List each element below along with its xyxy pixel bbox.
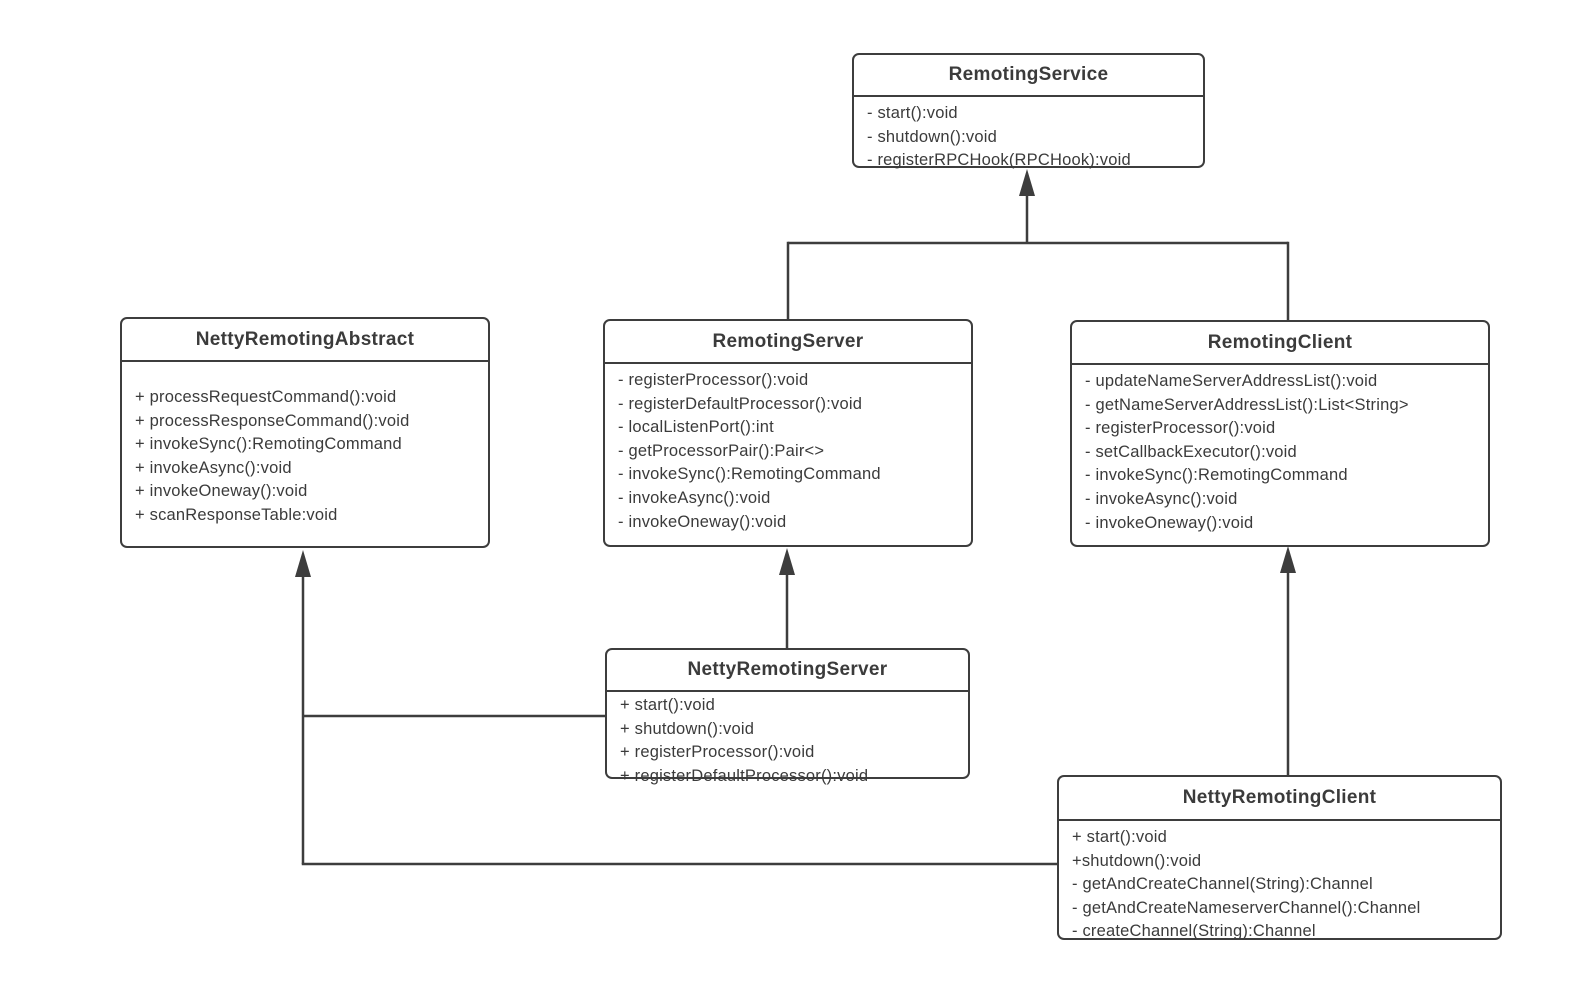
class-netty-remoting-abstract: NettyRemotingAbstract + processRequestCo… xyxy=(120,317,490,548)
class-title: NettyRemotingAbstract xyxy=(122,319,488,362)
method-row: + start():void xyxy=(620,696,715,714)
method-row: + registerProcessor():void xyxy=(620,743,815,762)
inheritance-arrow-icon xyxy=(295,550,311,577)
edge-netty-impls-to-netty-remoting-abstract xyxy=(295,550,1058,866)
method-row: - registerRPCHook(RPCHook):void xyxy=(867,151,1131,170)
class-methods: - updateNameServerAddressList():void - ge… xyxy=(1072,365,1488,535)
method-row: - registerProcessor():void xyxy=(1085,419,1276,438)
class-remoting-service: RemotingService - start():void - shutdown… xyxy=(852,53,1205,169)
method-row: - registerDefaultProcessor():void xyxy=(618,394,863,413)
method-row: - invokeOneway():void xyxy=(618,512,787,531)
class-title: RemotingClient xyxy=(1072,322,1488,365)
method-row: - localListenPort():int xyxy=(618,418,774,437)
method-row: - start():void xyxy=(867,104,958,122)
method-row: + processResponseCommand():void xyxy=(135,411,410,430)
class-methods: - start():void - shutdown():void - registe… xyxy=(854,97,1203,173)
class-methods: + start():void +shutdown():void - getAndCr… xyxy=(1059,821,1500,944)
class-title: NettyRemotingClient xyxy=(1059,777,1500,821)
class-methods: + start():void + shutdown():void + registe… xyxy=(607,692,968,788)
method-row: - invokeAsync():void xyxy=(618,488,771,507)
inheritance-arrow-icon xyxy=(779,548,795,575)
method-row: - getAndCreateNameserverChannel():Channe… xyxy=(1072,898,1421,917)
method-row: - invokeOneway():void xyxy=(1085,513,1254,532)
class-title: NettyRemotingServer xyxy=(607,650,968,692)
method-row: - getAndCreateChannel(String):Channel xyxy=(1072,875,1373,894)
method-row: - registerProcessor():void xyxy=(618,371,809,389)
method-row: + start():void xyxy=(1072,828,1167,846)
method-row: - invokeSync():RemotingCommand xyxy=(618,465,881,484)
method-row: - getNameServerAddressList():List<String… xyxy=(1085,395,1409,414)
inheritance-arrow-icon xyxy=(1280,546,1296,573)
class-methods: + processRequestCommand():void + processR… xyxy=(122,362,488,528)
method-row: + processRequestCommand():void xyxy=(135,388,397,406)
method-row: + invokeSync():RemotingCommand xyxy=(135,435,402,454)
method-row: - setCallbackExecutor():void xyxy=(1085,442,1297,461)
class-netty-remoting-client: NettyRemotingClient + start():void +shutd… xyxy=(1057,775,1502,940)
method-row: - invokeSync():RemotingCommand xyxy=(1085,466,1348,485)
class-remoting-server: RemotingServer - registerProcessor():voi… xyxy=(603,319,973,547)
method-row: - getProcessorPair():Pair<> xyxy=(618,441,825,460)
class-methods: - registerProcessor():void - registerDefa… xyxy=(605,364,971,534)
class-title: RemotingService xyxy=(854,55,1203,97)
class-remoting-client: RemotingClient - updateNameServerAddress… xyxy=(1070,320,1490,547)
method-row: + scanResponseTable:void xyxy=(135,505,338,524)
edge-netty-remoting-server-to-remoting-server xyxy=(779,548,795,649)
method-row: - createChannel(String):Channel xyxy=(1072,922,1316,941)
method-row: + invokeOneway():void xyxy=(135,482,308,501)
method-row: +shutdown():void xyxy=(1072,851,1202,870)
class-netty-remoting-server: NettyRemotingServer + start():void + shut… xyxy=(605,648,970,785)
method-row: - shutdown():void xyxy=(867,127,997,146)
edge-remoting-server-client-to-remoting-service xyxy=(786,169,1290,321)
class-title: RemotingServer xyxy=(605,321,971,364)
edge-netty-remoting-client-to-remoting-client xyxy=(1280,546,1296,776)
method-row: + registerDefaultProcessor():void xyxy=(620,766,869,785)
method-row: + invokeAsync():void xyxy=(135,458,292,477)
method-row: - invokeAsync():void xyxy=(1085,489,1238,508)
inheritance-arrow-icon xyxy=(1019,169,1035,196)
method-row: - updateNameServerAddressList():void xyxy=(1085,372,1378,390)
method-row: + shutdown():void xyxy=(620,719,755,738)
